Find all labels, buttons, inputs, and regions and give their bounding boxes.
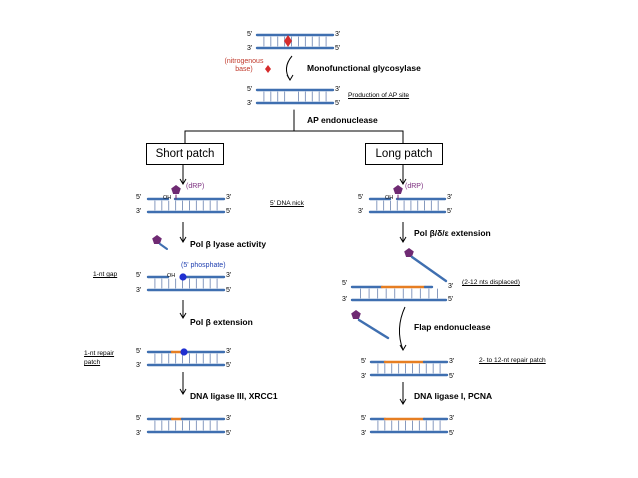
- oh-label: OH: [385, 195, 394, 201]
- prime-label: 5': [335, 45, 341, 52]
- damaged-base-icon: [284, 35, 292, 47]
- excised-base-icon: [265, 65, 271, 73]
- prime-label: 3': [226, 194, 232, 201]
- process-arrow: [399, 306, 406, 351]
- arrowhead: [399, 398, 407, 405]
- prime-label: 3': [335, 86, 341, 93]
- drp-pentagon: [351, 310, 361, 319]
- prime-label: 5': [226, 362, 232, 369]
- monofunctional-glycosylase-label: Monofunctional glycosylase: [307, 63, 421, 73]
- prime-label: 3': [247, 100, 253, 107]
- arrowhead: [179, 236, 187, 243]
- drp-pentagon: [393, 185, 403, 194]
- prime-label: 3': [136, 287, 142, 294]
- arrowhead: [399, 178, 407, 185]
- prime-label: 5': [447, 208, 453, 215]
- prime-label: 3': [361, 373, 367, 380]
- flap-endonuclease-label: Flap endonuclease: [414, 322, 491, 332]
- phosphate-icon: [179, 273, 187, 281]
- prime-label: 3': [226, 272, 232, 279]
- drp-label: (dRP): [405, 183, 424, 190]
- prime-label: 5': [448, 296, 454, 303]
- prime-label: 5': [449, 430, 455, 437]
- long-repair-patch-label: 2- to 12-nt repair patch: [479, 357, 546, 364]
- drp-pentagon: [171, 185, 181, 194]
- prime-label: 3': [448, 283, 454, 290]
- arrowhead: [179, 312, 187, 319]
- dna-ligase-iii-label: DNA ligase III, XRCC1: [190, 391, 278, 401]
- prime-label: 3': [226, 348, 232, 355]
- prime-label: 5': [226, 430, 232, 437]
- prime-label: 3': [335, 31, 341, 38]
- prime-label: 5': [226, 208, 232, 215]
- arrowhead: [399, 344, 407, 351]
- one-nt-repair-patch-label: 1-nt repair patch: [84, 350, 115, 366]
- arrowhead: [179, 388, 187, 395]
- phosphate-icon: [180, 348, 188, 356]
- excised-sugar-phosphate: [159, 243, 168, 250]
- prime-label: 3': [447, 194, 453, 201]
- oh-label: OH: [163, 195, 172, 201]
- prime-label: 5': [335, 100, 341, 107]
- prime-label: 5': [449, 373, 455, 380]
- pol-bde-extension-label: Pol β/δ/ε extension: [414, 228, 491, 238]
- prime-label: 3': [136, 362, 142, 369]
- prime-label: 5': [226, 287, 232, 294]
- prime-label: 5': [361, 415, 367, 422]
- prime-label: 3': [361, 430, 367, 437]
- prime-label: 5': [247, 31, 253, 38]
- prime-label: 5': [247, 86, 253, 93]
- prime-label: 5': [342, 280, 348, 287]
- excised-flap-strand: [357, 318, 390, 340]
- dna-nick-label: 5' DNA nick: [270, 200, 304, 207]
- prime-label: 5': [136, 348, 142, 355]
- pol-beta-extension-label: Pol β extension: [190, 317, 253, 327]
- displaced-nts-label: (2-12 nts displaced): [462, 279, 520, 286]
- drp-label: (dRP): [186, 183, 205, 190]
- prime-label: 3': [358, 208, 364, 215]
- arrowhead: [399, 236, 407, 243]
- short-patch-box: Short patch: [146, 143, 224, 165]
- drp-pentagon: [152, 235, 162, 244]
- prime-label: 5': [361, 358, 367, 365]
- dna-ligase-i-label: DNA ligase I, PCNA: [414, 391, 493, 401]
- prime-label: 3': [247, 45, 253, 52]
- prime-label: 5': [358, 194, 364, 201]
- long-patch-box: Long patch: [365, 143, 443, 165]
- one-nt-gap-label: 1-nt gap: [93, 271, 118, 278]
- prime-label: 3': [449, 358, 455, 365]
- displaced-flap-strand: [410, 255, 448, 283]
- prime-label: 3': [449, 415, 455, 422]
- prime-label: 5': [136, 272, 142, 279]
- prime-label: 3': [226, 415, 232, 422]
- prime-label: 5': [136, 415, 142, 422]
- nitrogenous-base-label: (nitrogenous base): [224, 58, 264, 74]
- ap-endonuclease-label: AP endonuclease: [307, 115, 378, 125]
- prime-label: 3': [136, 208, 142, 215]
- prime-label: 5': [136, 194, 142, 201]
- arrowhead: [286, 74, 294, 81]
- prime-label: 3': [342, 296, 348, 303]
- oh-label: OH: [167, 273, 176, 279]
- production-ap-site-label: Production of AP site: [348, 92, 410, 99]
- drp-pentagon: [404, 248, 414, 257]
- five-phosphate-label: (5' phosphate): [181, 262, 226, 269]
- prime-label: 3': [136, 430, 142, 437]
- arrowhead: [179, 178, 187, 185]
- pol-beta-lyase-label: Pol β lyase activity: [190, 239, 267, 249]
